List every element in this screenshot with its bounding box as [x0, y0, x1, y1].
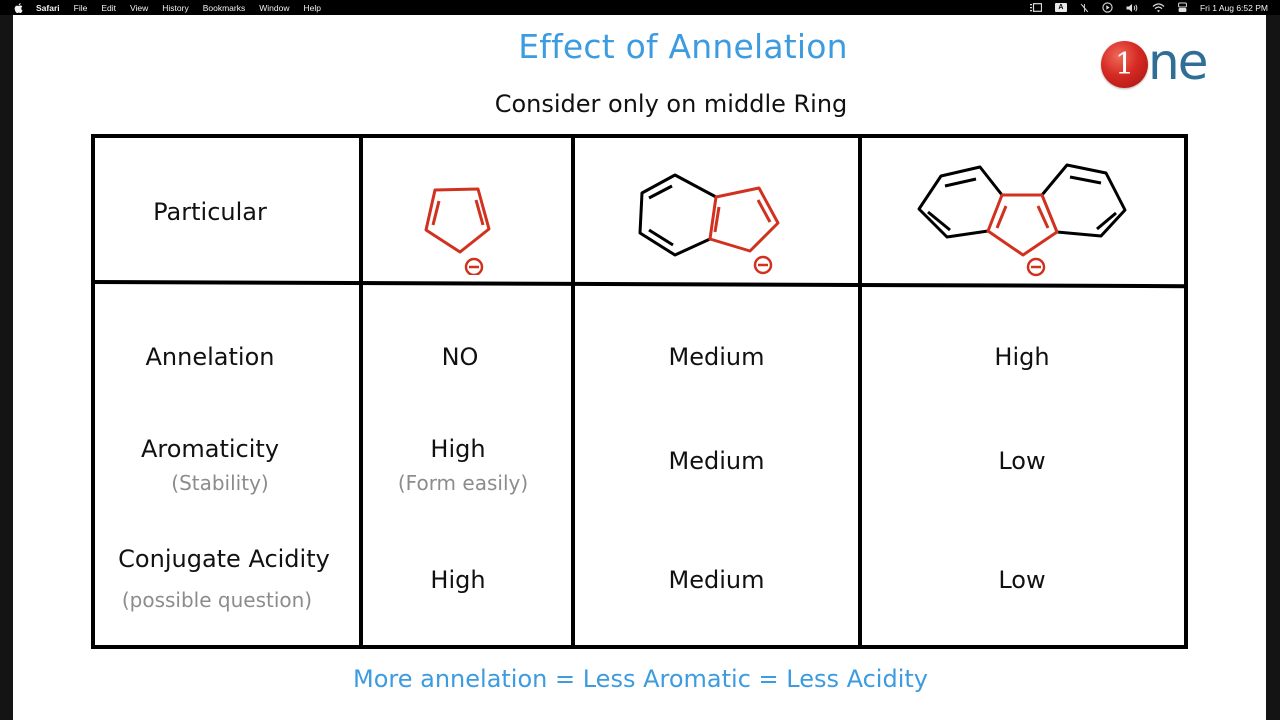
indenyl-anion-structure [638, 173, 780, 275]
one-logo: 1 ne [1101, 33, 1229, 93]
row-label-annelation: Annelation [145, 343, 275, 371]
slide-subtitle: Consider only on middle Ring [494, 90, 848, 118]
logo-text: ne [1148, 33, 1208, 91]
menu-window[interactable]: Window [259, 2, 290, 13]
annelation-value-cyclopentadienyl: NO [441, 343, 479, 371]
wifi-icon[interactable] [1152, 0, 1165, 15]
logo-red-circle [1101, 41, 1148, 88]
volume-icon[interactable] [1126, 0, 1139, 15]
logo-badge: 1 [1114, 47, 1135, 82]
menubar-clock[interactable]: Fri 1 Aug 6:52 PM [1199, 2, 1268, 13]
menu-help[interactable]: Help [303, 2, 321, 13]
aromaticity-value-fluorenyl: Low [998, 447, 1046, 475]
table-header-separator [90, 280, 1188, 289]
negative-charge-icon [464, 257, 484, 275]
annelation-value-indenyl: Medium [668, 343, 765, 371]
negative-charge-icon [753, 255, 773, 275]
menu-history[interactable]: History [162, 2, 189, 13]
table-column-separator-1 [359, 134, 363, 649]
battery-icon[interactable] [1178, 0, 1187, 15]
table-column-separator-3 [858, 134, 862, 649]
aromaticity-value-indenyl: Medium [668, 447, 765, 475]
header-label-particular: Particular [153, 198, 267, 226]
slide-title: Effect of Annelation [518, 27, 848, 66]
table-column-separator-2 [571, 134, 575, 649]
aromaticity-note-cyclopentadienyl: (Form easily) [397, 471, 529, 495]
macos-menubar: Safari File Edit View History Bookmarks … [0, 0, 1280, 15]
apple-logo-icon[interactable] [14, 2, 24, 13]
acidity-value-indenyl: Medium [668, 566, 765, 594]
acidity-value-fluorenyl: Low [998, 566, 1046, 594]
row-sublabel-stability: (Stability) [171, 471, 269, 495]
row-sublabel-possible-question: (possible question) [121, 588, 313, 612]
bluetooth-off-icon[interactable] [1080, 0, 1089, 15]
aromaticity-value-cyclopentadienyl: High [430, 435, 486, 463]
menu-bookmarks[interactable]: Bookmarks [202, 2, 246, 13]
annelation-value-fluorenyl: High [994, 343, 1050, 371]
acidity-value-cyclopentadienyl: High [430, 566, 486, 594]
menu-view[interactable]: View [129, 2, 149, 13]
input-source-icon[interactable]: A [1054, 0, 1067, 15]
table-border-top [91, 134, 1188, 138]
row-label-aromaticity: Aromaticity [140, 435, 280, 463]
slide: Effect of Annelation Consider only on mi… [13, 15, 1266, 720]
table-border-right [1184, 134, 1188, 649]
display-mirror-icon[interactable] [1029, 0, 1042, 15]
fluorenyl-anion-structure [917, 163, 1127, 277]
right-letterbox [1266, 15, 1280, 720]
slide-conclusion: More annelation = Less Aromatic = Less A… [353, 665, 928, 693]
menu-edit[interactable]: Edit [101, 2, 116, 13]
table-border-bottom [91, 645, 1188, 649]
menubar-status-area: A Fri 1 Aug 6:52 PM [1029, 0, 1268, 15]
menu-file[interactable]: File [73, 2, 88, 13]
negative-charge-icon [1026, 257, 1046, 277]
row-label-conjugate-acidity: Conjugate Acidity [118, 545, 330, 573]
menu-safari[interactable]: Safari [36, 2, 60, 13]
play-circle-icon[interactable] [1102, 0, 1113, 15]
cyclopentadienyl-anion-structure [424, 187, 491, 275]
table-border-left [91, 134, 95, 649]
left-letterbox [0, 15, 13, 720]
